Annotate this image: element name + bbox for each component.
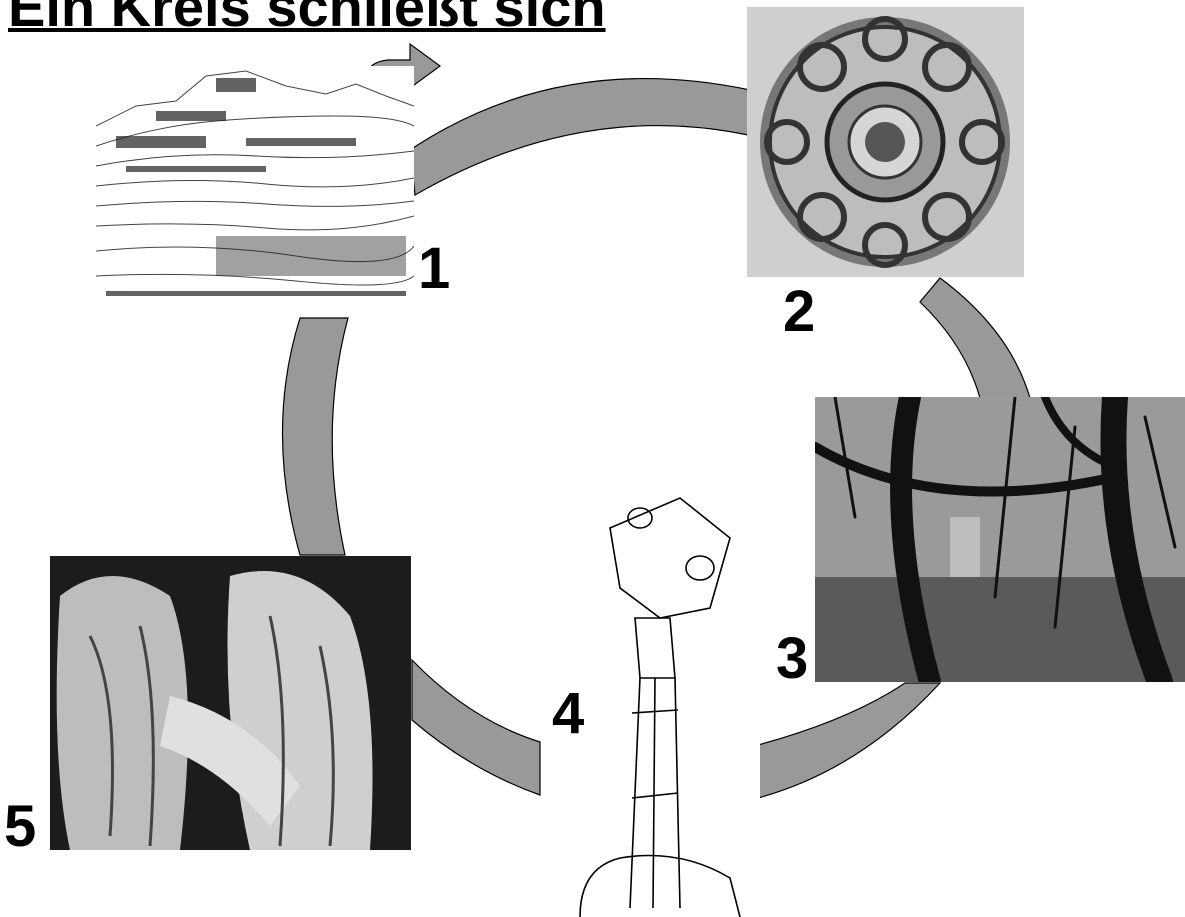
ring-segment-5-1: [283, 318, 349, 555]
tomb-effigy-image: [50, 556, 411, 850]
step-number-1: 1: [418, 240, 450, 298]
ring-segment-3-4: [758, 683, 940, 798]
step-number-5: 5: [4, 798, 36, 856]
stone-cross-drawing-image: [560, 488, 760, 917]
ring-segment-2-3: [920, 278, 1030, 398]
ring-segment-4-5: [412, 660, 540, 795]
step-number-4: 4: [552, 685, 584, 743]
ring-segment-1-2: [410, 79, 750, 195]
step-number-2: 2: [783, 283, 815, 341]
mountain-landscape-image: [96, 66, 414, 316]
step-number-3: 3: [776, 630, 808, 688]
forest-with-ruin-image: [815, 397, 1185, 682]
ornamental-brooch-image: [747, 7, 1024, 277]
